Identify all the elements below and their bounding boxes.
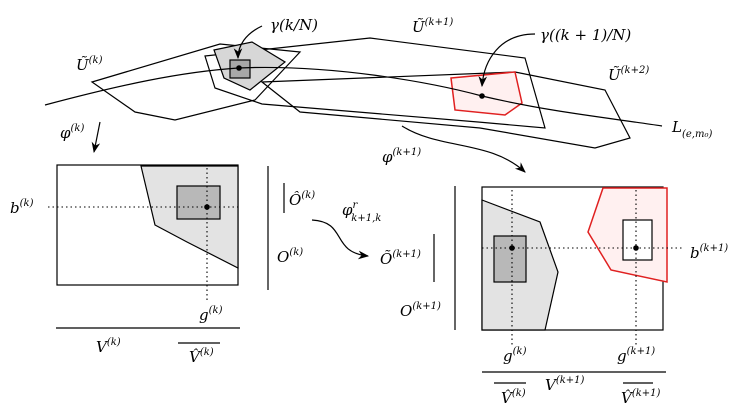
label-l: L(e,m₀) <box>671 118 712 140</box>
chart-k1-box-2 <box>622 219 653 261</box>
label-gamma-k1: γ((k + 1)/N) <box>540 26 631 44</box>
point-gamma-k <box>236 65 242 71</box>
label-v-k: V(k) <box>96 337 121 356</box>
patch-u-k2 <box>260 71 631 149</box>
label-o-k: O(k) <box>277 247 303 266</box>
highlight-region-k1 <box>450 71 523 116</box>
label-u-k2: Ũ(k+2) <box>608 65 649 84</box>
point-gamma-k1 <box>479 93 485 99</box>
label-u-k1: Ũ(k+1) <box>412 17 453 36</box>
chart-k-box <box>176 185 221 220</box>
chart-k1-point-1 <box>509 245 515 251</box>
arrow-gamma-k1 <box>478 33 536 88</box>
curve-l <box>44 66 663 127</box>
label-vhat-k-left: V̂(k) <box>189 347 214 366</box>
label-vhat-k-right: V̂(k) <box>501 388 526 407</box>
arrow-phi-r <box>311 219 370 260</box>
label-phi-k: φ(k) <box>60 123 84 142</box>
label-g-k-left: g(k) <box>199 305 223 324</box>
label-otilde-k1: Õ(k+1) <box>380 249 421 268</box>
arrow-phi-k1 <box>401 125 526 173</box>
patch-u-k <box>90 43 302 121</box>
label-b-k: b(k) <box>10 198 34 217</box>
chart-k-point <box>204 204 210 210</box>
chart-k1-point-2 <box>633 245 639 251</box>
label-b-k1: b(k+1) <box>690 243 728 262</box>
label-gamma-k: γ(k/N) <box>270 16 318 34</box>
label-g-k1: g(k+1) <box>617 346 655 365</box>
label-vhat-k1: V̂(k+1) <box>621 388 661 407</box>
label-v-k1: V(k+1) <box>545 375 585 394</box>
arrow-gamma-k <box>233 25 263 60</box>
label-g-k-right: g(k) <box>503 346 527 365</box>
label-o-k1: O(k+1) <box>400 301 441 320</box>
label-u-k: Ũ(k) <box>76 55 103 74</box>
chart-k1-box <box>493 235 527 283</box>
arrow-phi-k <box>91 121 101 154</box>
patch-u-k1 <box>204 37 546 129</box>
label-phi-k1: φ(k+1) <box>382 147 421 166</box>
label-ohat-k: Ô(k) <box>289 190 315 209</box>
